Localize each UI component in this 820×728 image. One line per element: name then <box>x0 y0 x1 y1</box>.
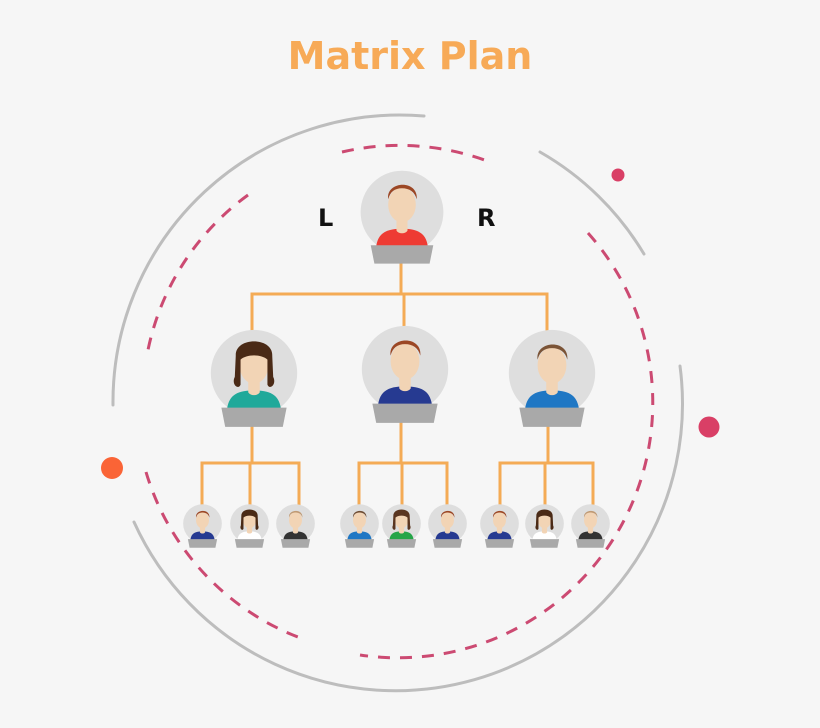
shirt <box>283 531 308 540</box>
person-icon <box>428 504 467 548</box>
avatar-level2 <box>569 503 612 550</box>
avatar-level2 <box>523 503 566 550</box>
shirt <box>378 386 432 405</box>
avatar-level1-middle <box>357 323 453 429</box>
desk <box>575 539 606 548</box>
avatar-level2 <box>338 503 381 550</box>
avatar-root-member <box>356 168 448 269</box>
desk <box>234 539 265 548</box>
outer-arc-top-left <box>111 113 426 407</box>
shirt <box>237 531 262 540</box>
dashed-ring-arcs <box>144 143 655 660</box>
person-icon <box>276 504 315 548</box>
outer-ring-arcs <box>111 113 684 693</box>
avatar-level2 <box>228 503 271 550</box>
shirt <box>190 531 215 540</box>
dashed-arc-bottom-left <box>144 471 307 642</box>
orange-dot <box>101 457 123 479</box>
shirt <box>435 531 460 540</box>
face <box>289 512 302 529</box>
face <box>388 187 416 223</box>
face <box>493 512 506 529</box>
avatar-level2 <box>426 503 469 550</box>
face <box>243 512 256 529</box>
tree-connectors <box>200 262 595 508</box>
face <box>441 512 454 529</box>
shirt <box>487 531 512 540</box>
face <box>390 343 420 380</box>
pink-dot-large <box>698 416 720 438</box>
person-icon <box>230 504 269 548</box>
avatar-level2 <box>274 503 317 550</box>
person-icon <box>508 329 596 427</box>
desk <box>432 539 463 548</box>
face <box>537 347 567 384</box>
avatar-level1-right <box>504 327 600 433</box>
dashed-arc-right <box>359 232 655 660</box>
desk <box>280 539 311 548</box>
face <box>538 512 551 529</box>
person-icon <box>361 325 449 423</box>
page-title: Matrix Plan <box>287 34 533 78</box>
left-leg-label: L <box>318 204 334 232</box>
person-icon <box>210 329 298 427</box>
avatar-level1-left <box>206 327 302 433</box>
desk <box>221 407 287 427</box>
outer-arc-bottom <box>132 364 684 693</box>
pink-dot-small <box>611 168 625 182</box>
shirt <box>389 531 414 540</box>
avatar-level2 <box>380 503 423 550</box>
avatar-level2 <box>181 503 224 550</box>
desk <box>529 539 560 548</box>
face <box>353 512 366 529</box>
person-icon <box>525 504 564 548</box>
person-icon <box>571 504 610 548</box>
person-icon <box>480 504 519 548</box>
desk <box>519 407 585 427</box>
shirt <box>376 228 428 247</box>
desk <box>370 245 434 264</box>
face <box>196 512 209 529</box>
desk <box>484 539 515 548</box>
person-icon <box>360 170 444 264</box>
face <box>584 512 597 529</box>
dashed-arc-left <box>146 193 249 351</box>
right-leg-label: R <box>477 204 496 232</box>
shirt <box>578 531 603 540</box>
shirt <box>227 390 281 409</box>
face <box>395 512 408 529</box>
outer-arc-top-right <box>538 150 646 256</box>
desk <box>372 403 438 423</box>
face <box>239 347 269 384</box>
desk <box>344 539 375 548</box>
shirt <box>532 531 557 540</box>
shirt <box>525 390 579 409</box>
desk <box>187 539 218 548</box>
desk <box>386 539 417 548</box>
person-icon <box>183 504 222 548</box>
person-icon <box>340 504 379 548</box>
shirt <box>347 531 372 540</box>
person-icon <box>382 504 421 548</box>
avatar-level2 <box>478 503 521 550</box>
dashed-arc-top <box>341 143 491 164</box>
